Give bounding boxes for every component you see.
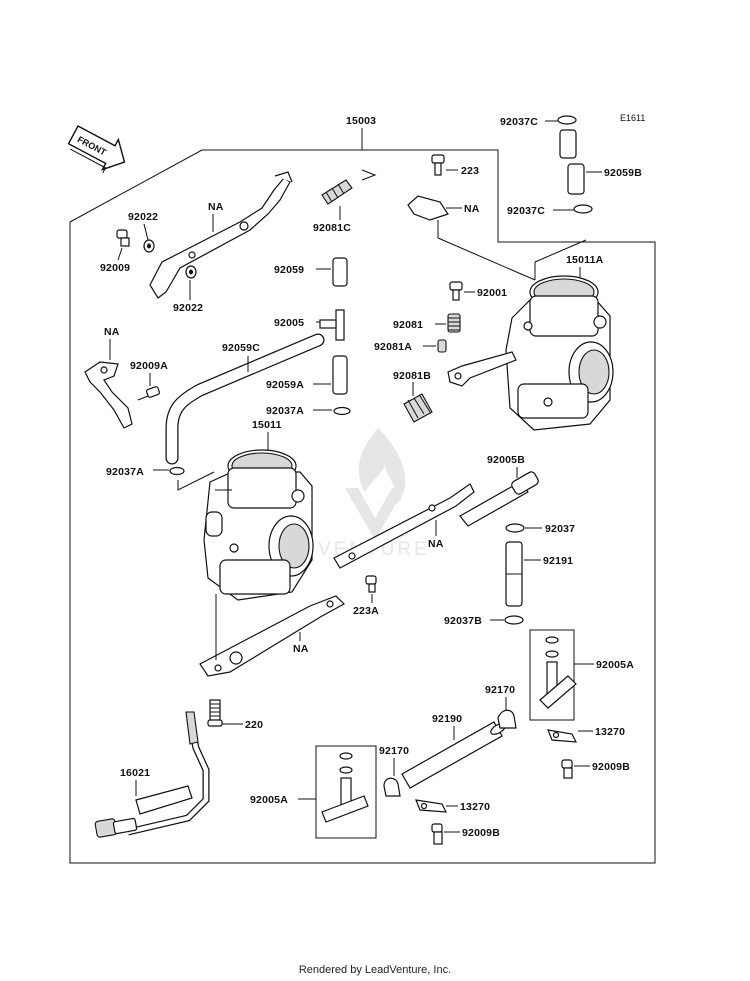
front-arrow-icon: FRONT bbox=[67, 125, 126, 174]
label-na-bracket-top: NA bbox=[464, 203, 480, 215]
hose-92059 bbox=[332, 257, 348, 287]
label-92059A: 92059A bbox=[266, 379, 304, 391]
label-na-linkage: NA bbox=[104, 326, 120, 338]
spring-92081B bbox=[403, 393, 433, 423]
screw-223 bbox=[431, 154, 458, 176]
label-92009A: 92009A bbox=[130, 360, 168, 372]
label-92081B: 92081B bbox=[393, 370, 431, 382]
throttle-bracket-na bbox=[149, 171, 293, 299]
bolt-92009B-lower bbox=[431, 823, 443, 845]
washer-92022-lower bbox=[185, 265, 197, 279]
label-na-bracket-left: NA bbox=[208, 201, 224, 213]
bracket-na-top bbox=[407, 195, 536, 281]
label-92005: 92005 bbox=[274, 317, 304, 329]
label-92005A-left: 92005A bbox=[250, 794, 288, 806]
label-92059C: 92059C bbox=[222, 342, 260, 354]
hose-92059A bbox=[332, 355, 348, 395]
cable-bracket-na-middle bbox=[333, 483, 475, 569]
label-92005B: 92005B bbox=[487, 454, 525, 466]
label-92191: 92191 bbox=[543, 555, 573, 567]
throttle-shaft bbox=[447, 351, 517, 387]
label-15011A: 15011A bbox=[566, 254, 604, 266]
label-na-bracket-middle: NA bbox=[428, 538, 444, 550]
clamp-92037B bbox=[504, 615, 524, 625]
fitting-92005 bbox=[319, 309, 345, 341]
fuel-fitting-92005A-box-left bbox=[315, 745, 377, 839]
carburetor-15011 bbox=[203, 449, 314, 601]
label-92037B: 92037B bbox=[444, 615, 482, 627]
label-92037A-left: 92037A bbox=[106, 466, 144, 478]
label-92005A-right: 92005A bbox=[596, 659, 634, 671]
fuel-fitting-92005A-box-right bbox=[529, 629, 577, 721]
label-92081C: 92081C bbox=[313, 222, 351, 234]
label-15011: 15011 bbox=[252, 419, 282, 431]
label-92009B-right: 92009B bbox=[592, 761, 630, 773]
label-92037C-bottom: 92037C bbox=[507, 205, 545, 217]
screw-223A bbox=[365, 575, 377, 593]
label-15003: 15003 bbox=[346, 115, 376, 127]
choke-cable-16021 bbox=[94, 711, 210, 838]
label-92037: 92037 bbox=[545, 523, 575, 535]
bolt-92009 bbox=[116, 229, 130, 247]
label-13270-lower: 13270 bbox=[460, 801, 490, 813]
label-220: 220 bbox=[245, 719, 263, 731]
label-92081: 92081 bbox=[393, 319, 423, 331]
label-92022-upper: 92022 bbox=[128, 211, 158, 223]
clip-13270-right bbox=[547, 729, 578, 743]
washer-92022-upper bbox=[143, 239, 155, 253]
label-223: 223 bbox=[461, 165, 479, 177]
label-92037A-upper: 92037A bbox=[266, 405, 304, 417]
clamp-92037A-left bbox=[169, 466, 185, 476]
label-92190: 92190 bbox=[432, 713, 462, 725]
label-92170-lower: 92170 bbox=[379, 745, 409, 757]
hose-92191 bbox=[505, 541, 523, 607]
spring-92081A bbox=[437, 339, 447, 353]
clamp-92037 bbox=[505, 523, 525, 533]
hose-92059C bbox=[165, 333, 325, 465]
label-13270-right: 13270 bbox=[595, 726, 625, 738]
label-92009B-lower: 92009B bbox=[462, 827, 500, 839]
label-16021: 16021 bbox=[120, 767, 150, 779]
footer-credit: Rendered by LeadVenture, Inc. bbox=[298, 964, 452, 976]
linkage-na-left bbox=[84, 361, 133, 429]
label-92170-upper: 92170 bbox=[485, 684, 515, 696]
fuel-pipe-92005B bbox=[459, 471, 539, 527]
assembly-frame bbox=[69, 149, 656, 864]
label-92001: 92001 bbox=[477, 287, 507, 299]
screw-92009A bbox=[137, 386, 161, 401]
vent-hose-group bbox=[545, 115, 602, 214]
screw-220 bbox=[207, 699, 223, 727]
screw-92001 bbox=[449, 281, 463, 301]
label-92009: 92009 bbox=[100, 262, 130, 274]
clamp-92170-lower bbox=[383, 777, 401, 797]
carburetor-15011A bbox=[505, 275, 614, 431]
clamp-92170-upper bbox=[497, 709, 517, 729]
label-92037C-top: 92037C bbox=[500, 116, 538, 128]
plate-na-lower bbox=[199, 595, 345, 677]
bolt-92009B-right bbox=[561, 759, 573, 779]
label-92081A: 92081A bbox=[374, 341, 412, 353]
label-223A: 223A bbox=[353, 605, 379, 617]
label-92059: 92059 bbox=[274, 264, 304, 276]
diagram-code: E1611 bbox=[620, 113, 645, 123]
spring-92081 bbox=[447, 313, 461, 333]
label-na-plate: NA bbox=[293, 643, 309, 655]
label-92022-lower: 92022 bbox=[173, 302, 203, 314]
label-92059B: 92059B bbox=[604, 167, 642, 179]
clip-13270-lower bbox=[415, 799, 448, 813]
spring-92081C bbox=[321, 169, 377, 220]
clamp-92037A-upper bbox=[333, 406, 351, 416]
